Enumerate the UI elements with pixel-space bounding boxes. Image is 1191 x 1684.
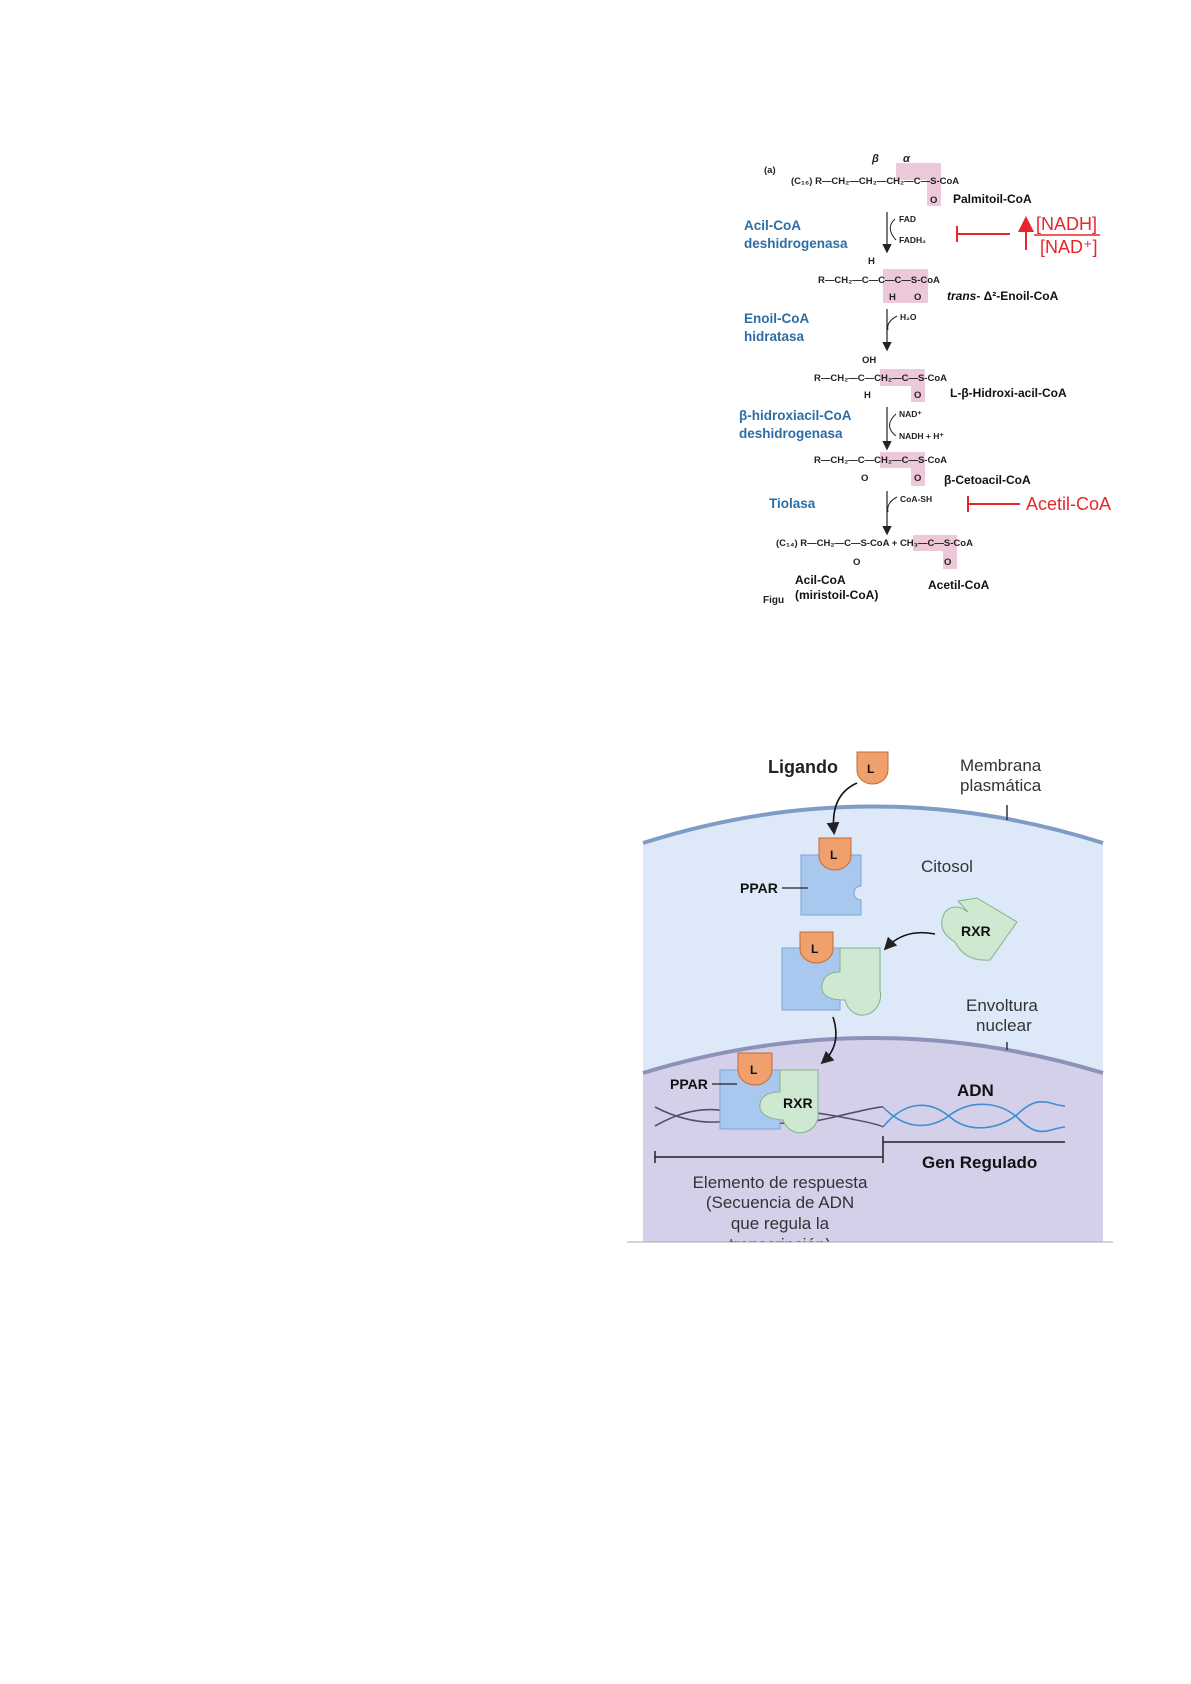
ppar-receptor: [800, 854, 862, 916]
enzyme-enoyl-hydratase-l2: hidratasa: [744, 329, 805, 344]
product-hydroxyacyl-coa: L-β-Hidroxi-acil-CoA: [950, 386, 1067, 400]
membrane-label-l1: Membrana: [960, 756, 1042, 775]
rxr-receptor: [759, 1069, 819, 1134]
formula-products: (C₁₄) R—CH₂—C—S-CoA + CH₃—C—S-CoA: [776, 538, 973, 549]
dna-label: ADN: [957, 1081, 994, 1100]
product-ketoacyl-coa: β-Cetoacil-CoA: [944, 473, 1031, 487]
cofactor-fadh2: FADH₂: [899, 235, 926, 245]
ligand-icon: L: [818, 837, 852, 871]
atom-o: O: [914, 390, 921, 401]
formula-ketoacyl: R—CH₂—C—CH₂—C—S-CoA: [814, 455, 947, 466]
plasma-membrane: [642, 804, 1104, 845]
product-enoyl-coa: trans- Δ²-Enoil-CoA: [947, 289, 1059, 303]
rxr-receptor: [941, 897, 1018, 961]
ppar-label: PPAR: [670, 1076, 708, 1092]
ratio-nad: [NAD⁺]: [1040, 237, 1098, 257]
nuclear-envelope: [642, 1036, 1104, 1075]
envelope-label-l1: Envoltura: [966, 996, 1038, 1015]
ligand-icon: L: [799, 931, 834, 964]
rxr-receptor: [821, 947, 882, 1016]
highlight-box: [880, 369, 925, 402]
highlight-box: [883, 269, 928, 303]
caption-fragment: Figu: [763, 595, 784, 606]
ligand-icon: L: [856, 751, 889, 785]
ratio-nadh: [NADH]: [1036, 214, 1097, 234]
atom-h: H: [868, 256, 875, 267]
response-element-l2: (Secuencia de ADN: [706, 1193, 854, 1212]
highlight-box: [896, 163, 941, 206]
cofactor-nad: NAD⁺: [899, 409, 922, 419]
atom-o: O: [861, 473, 868, 484]
formula-enoyl: R—CH₂—C—C—C—S-CoA: [818, 275, 940, 286]
atom-o: O: [944, 557, 951, 568]
cofactor-nadh: NADH + H⁺: [899, 431, 944, 441]
enzyme-hydroxyacyl-dh-l2: deshidrogenasa: [739, 426, 843, 441]
svg-text:L: L: [811, 942, 818, 956]
atom-o: O: [914, 473, 921, 484]
enzyme-acyl-coa-dh-l2: deshidrogenasa: [744, 236, 848, 251]
response-element-l4: transcripción): [729, 1235, 831, 1254]
product-acetyl-coa: Acetil-CoA: [928, 578, 990, 592]
formula-oxygen: O: [930, 195, 937, 206]
formula-hydroxyacyl: R—CH₂—C—CH₂—C—S-CoA: [814, 373, 947, 384]
nuclear-import-arrow: [820, 1016, 837, 1065]
cofactor-arrow: [889, 218, 897, 241]
response-element-l3: que regula la: [731, 1214, 830, 1233]
enzyme-thiolase: Tiolasa: [769, 496, 816, 511]
response-element-l1: Elemento de respuesta: [693, 1173, 868, 1192]
cofactor-arrow: [887, 315, 898, 331]
formula-palmitoyl: (C₁₆) R—CH₂—CH₂—CH₂—C—S-CoA: [791, 176, 959, 187]
atom-h: H: [864, 390, 871, 401]
inhibitor-acetyl-coa: Acetil-CoA: [1026, 494, 1111, 514]
membrane-label-l2: plasmática: [960, 776, 1042, 795]
svg-text:L: L: [750, 1063, 757, 1077]
regulated-gene-label: Gen Regulado: [922, 1153, 1037, 1172]
atom-oh: OH: [862, 355, 876, 366]
panel-label: (a): [764, 165, 776, 176]
ppar-figure: Ligando L Membrana plasmática Citosol L …: [642, 751, 1104, 1254]
ligand-entry-arrow: [826, 782, 858, 836]
highlight-box: [880, 452, 925, 486]
ligand-icon: L: [737, 1052, 773, 1086]
cofactor-arrow: [887, 496, 898, 513]
highlight-box: [913, 535, 957, 569]
cofactor-coash: CoA-SH: [900, 494, 932, 504]
atom-h: H: [889, 292, 896, 303]
atom-o: O: [914, 292, 921, 303]
rxr-label: RXR: [961, 923, 991, 939]
svg-text:L: L: [867, 762, 874, 776]
ppar-label: PPAR: [740, 880, 778, 896]
cytosol-label: Citosol: [921, 857, 973, 876]
product-acyl-coa: Acil-CoA: [795, 573, 846, 587]
rxr-label: RXR: [783, 1095, 813, 1111]
ligand-label: Ligando: [768, 757, 838, 777]
rxr-binding-arrow: [883, 931, 936, 951]
cofactor-water: H₂O: [900, 312, 917, 322]
product-myristoyl-coa: (miristoil-CoA): [795, 588, 878, 602]
enzyme-acyl-coa-dh: Acil-CoA: [744, 218, 801, 233]
atom-o: O: [853, 557, 860, 568]
beta-label: β: [871, 153, 879, 165]
cofactor-fad: FAD: [899, 214, 916, 224]
product-palmitoyl-coa: Palmitoil-CoA: [953, 192, 1032, 206]
cofactor-arrow: [889, 413, 897, 437]
alpha-label: α: [903, 153, 911, 165]
enzyme-enoyl-hydratase: Enoil-CoA: [744, 311, 809, 326]
enzyme-hydroxyacyl-dh: β-hidroxiacil-CoA: [739, 408, 852, 423]
svg-text:L: L: [830, 848, 837, 862]
beta-oxidation-figure: (a) β α (C₁₆) R—CH₂—CH₂—CH₂—C—S-CoA O Pa…: [739, 153, 1111, 606]
envelope-label-l2: nuclear: [976, 1016, 1032, 1035]
